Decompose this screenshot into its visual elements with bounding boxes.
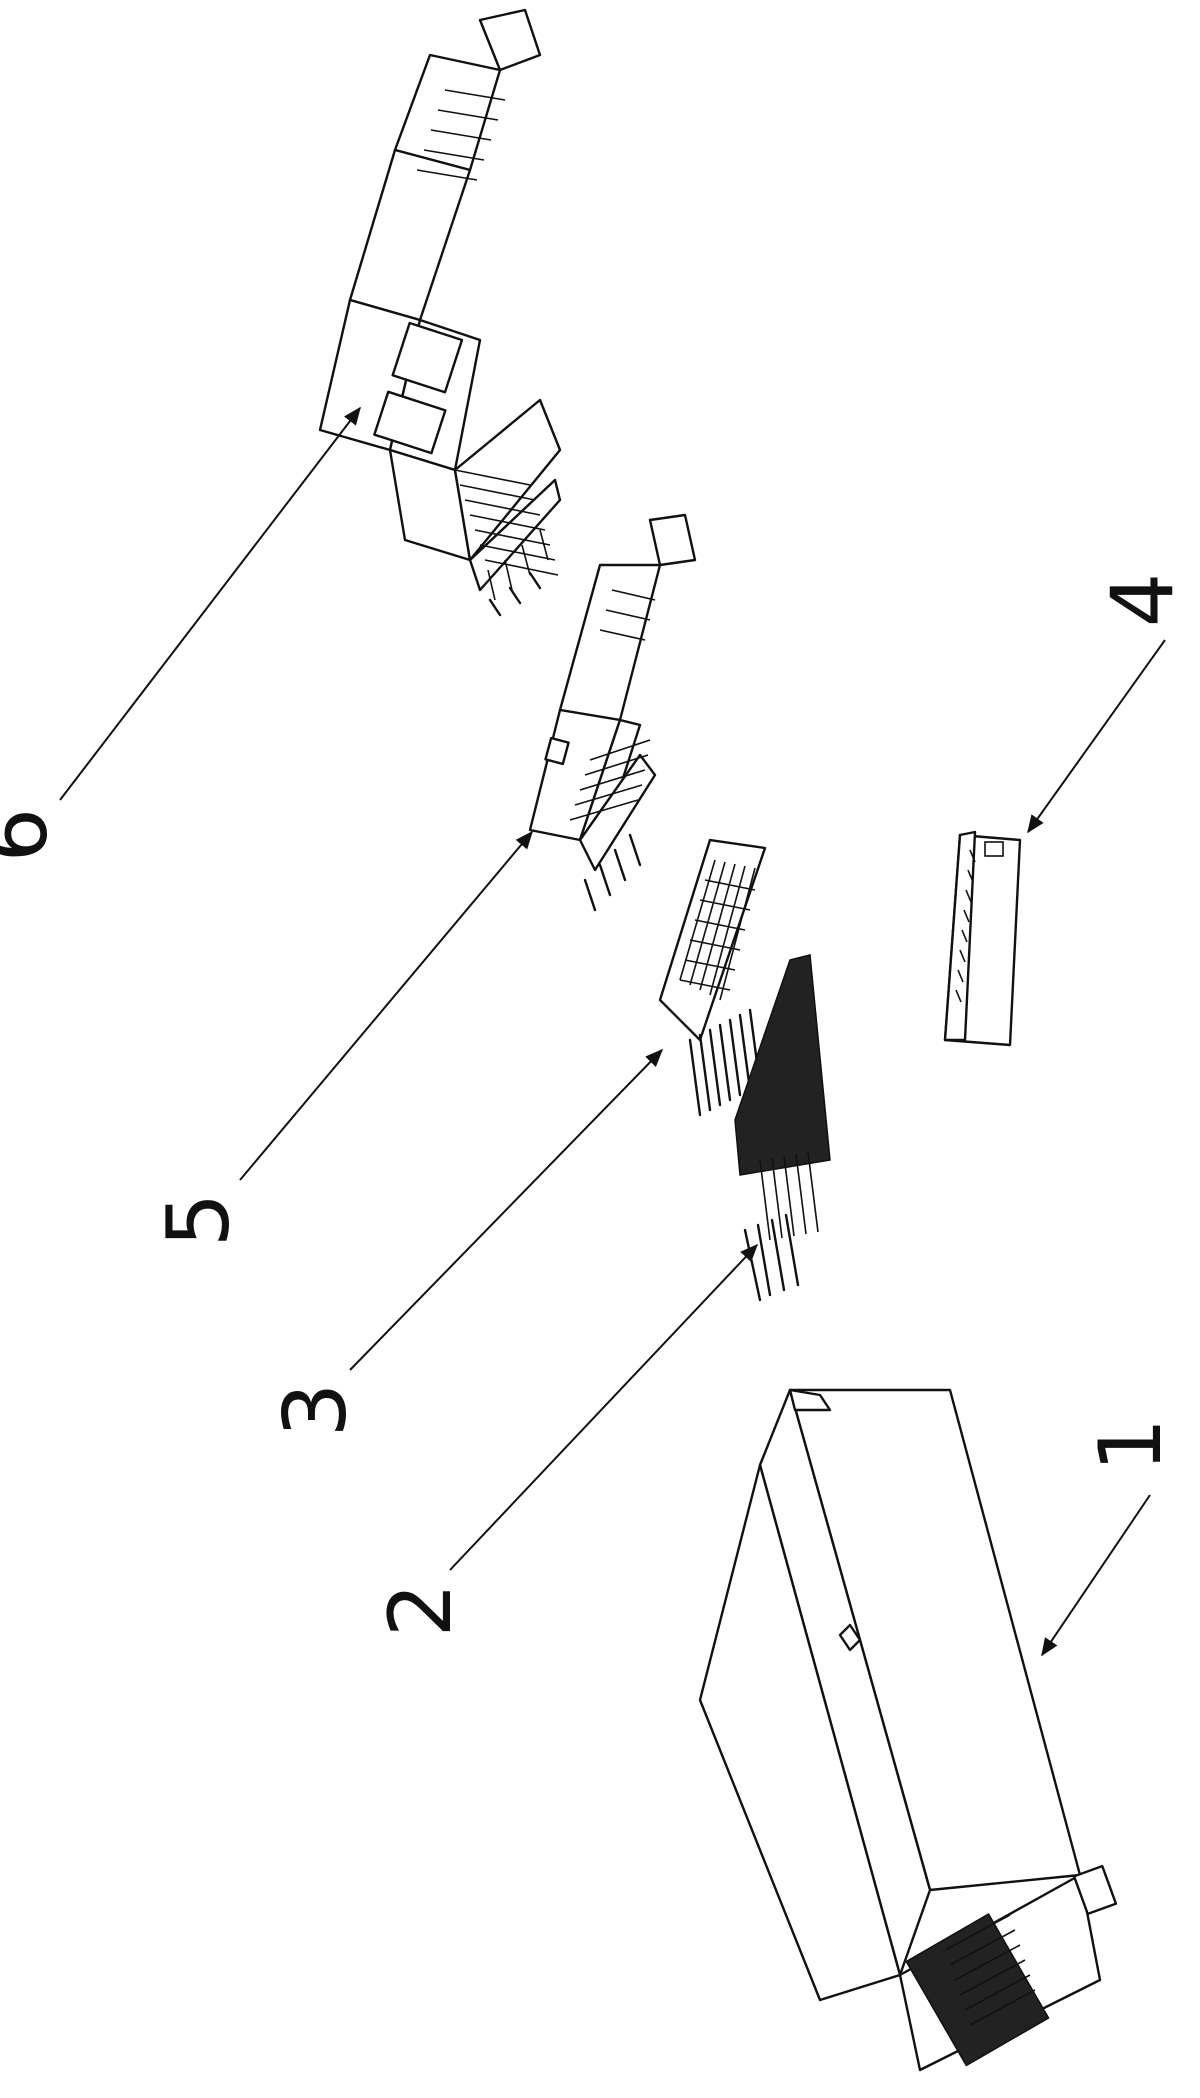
label-part-2: 2: [371, 1583, 471, 1638]
leader-line-2: [449, 1243, 759, 1571]
leader-lines: [59, 406, 1166, 1657]
component-3-contact-set: [658, 838, 767, 1117]
component-2-contact-set: [734, 954, 831, 1302]
leader-line-3: [349, 1048, 664, 1371]
label-part-6: 6: [0, 808, 67, 863]
leader-line-4: [1027, 639, 1166, 834]
component-6-bracket: [318, 8, 562, 617]
component-4-block: [943, 830, 1022, 1047]
label-part-1: 1: [1081, 1418, 1181, 1473]
leader-line-6: [59, 406, 361, 801]
component-5-insert: [528, 513, 697, 912]
leader-line-1: [1041, 1494, 1151, 1657]
label-part-5: 5: [149, 1193, 249, 1248]
label-part-3: 3: [266, 1383, 366, 1438]
leader-line-5: [239, 830, 533, 1181]
part-labels: 6 5 3 2 4 1: [0, 573, 1193, 1638]
label-part-4: 4: [1093, 573, 1193, 628]
component-1-housing: [698, 1388, 1118, 2072]
